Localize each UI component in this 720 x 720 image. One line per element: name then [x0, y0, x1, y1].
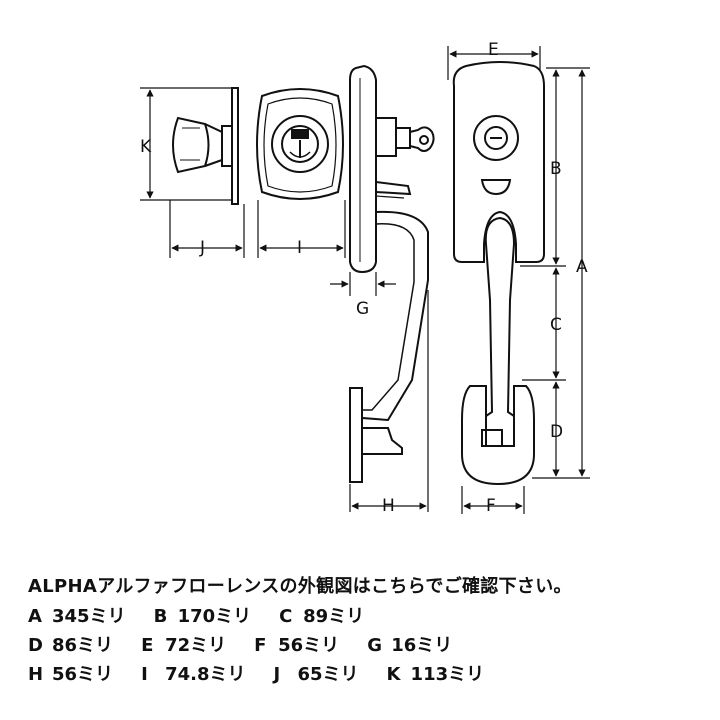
- dimension-e: [447, 46, 541, 80]
- dimension-a: [566, 67, 590, 479]
- caption-title: ALPHAアルファフローレンスの外観図はこちらでご確認下さい。: [28, 576, 572, 597]
- dim-label-b: B: [550, 159, 562, 179]
- lock-dimension-diagram: K J I: [140, 40, 590, 516]
- interior-knob-side-view: [172, 87, 239, 205]
- dim-label-e: E: [488, 40, 499, 60]
- dim-label-h: H: [382, 496, 395, 516]
- dim-label-a: A: [576, 257, 588, 277]
- handleset-front-view: [452, 61, 545, 486]
- handleset-side-profile: [349, 64, 435, 483]
- dim-label-c: C: [550, 315, 562, 335]
- dimension-f: [461, 486, 525, 514]
- dim-label-f: F: [486, 496, 496, 516]
- dimension-g: [330, 272, 396, 296]
- dim-label-k: K: [140, 137, 152, 157]
- dim-label-g: G: [356, 299, 369, 319]
- dimension-j: [169, 200, 245, 258]
- dimension-h: [349, 290, 429, 512]
- dimension-bcd: [520, 67, 566, 479]
- dimension-k: [140, 87, 232, 201]
- cylinder-escutcheon-front-view: [256, 88, 344, 200]
- dim-label-d: D: [550, 422, 563, 442]
- dimension-i: [257, 200, 346, 258]
- dim-label-i: I: [297, 238, 302, 258]
- dim-label-j: J: [199, 238, 205, 258]
